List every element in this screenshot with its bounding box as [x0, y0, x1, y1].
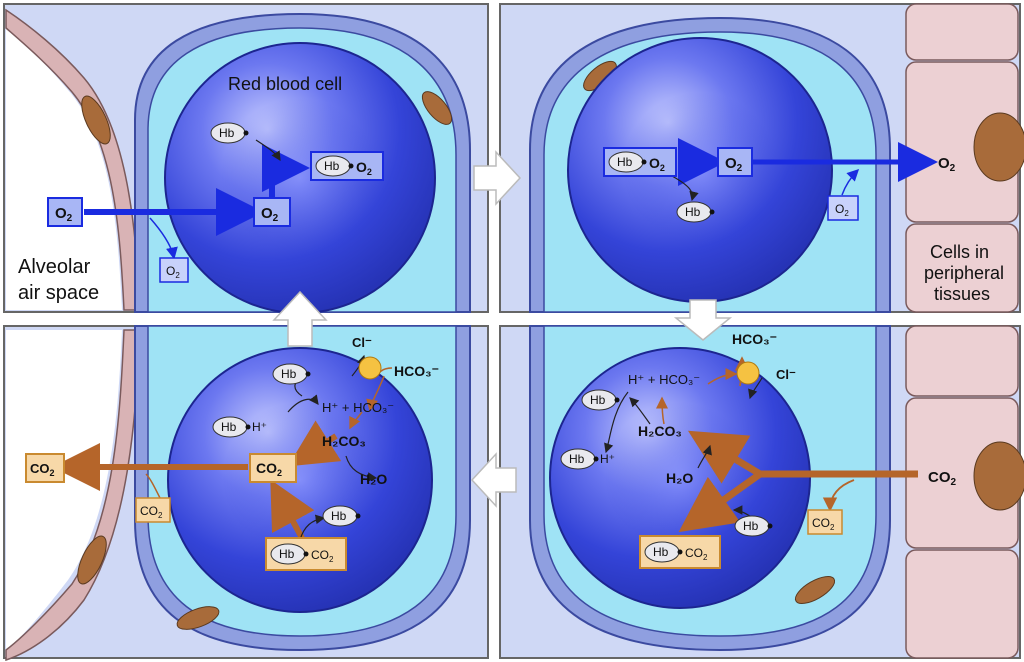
- cells-label-2: peripheral: [924, 263, 1004, 283]
- hco3-in: HCO₃⁻: [394, 363, 439, 379]
- cycle-arrow-up: [272, 290, 328, 347]
- svg-text:Hb: Hb: [743, 519, 759, 533]
- svg-text:Hb: Hb: [324, 159, 340, 173]
- svg-text:O2: O2: [356, 159, 372, 177]
- svg-text:O2: O2: [261, 205, 279, 224]
- cl-out: Cl⁻: [352, 335, 372, 350]
- alveolar-nucleus: [81, 95, 111, 145]
- svg-text:CO2: CO2: [140, 504, 163, 520]
- o2-box-alveolar: O2: [47, 197, 83, 227]
- h2co3-2: H₂CO₃: [638, 423, 682, 439]
- tissue-cells-2: [905, 325, 1024, 659]
- hb-free-1: Hb: [210, 122, 249, 144]
- svg-text:H⁺: H⁺: [252, 420, 267, 434]
- co2-box-plasma-1: CO2: [135, 497, 171, 523]
- svg-text:Hb: Hb: [685, 205, 701, 219]
- co2-box-rbc: CO2: [249, 453, 297, 483]
- co2-box-alveolar: CO2: [25, 453, 65, 483]
- svg-text:CO2: CO2: [685, 546, 708, 562]
- o2-box-rbc-2: O2: [717, 147, 753, 177]
- cycle-arrow-right: [473, 150, 522, 206]
- svg-text:Hb: Hb: [653, 545, 669, 559]
- anion-exchanger-2: [736, 361, 760, 385]
- panel-lung-co2-release: Cl⁻ HCO₃⁻ H⁺ + HCO₃⁻ H₂CO₃ H₂O Hb Hb H⁺ …: [3, 325, 489, 662]
- rbc-label: Red blood cell: [228, 74, 342, 94]
- svg-text:CO2: CO2: [30, 461, 55, 478]
- h2o-1: H₂O: [360, 471, 387, 487]
- svg-text:CO2: CO2: [812, 516, 835, 532]
- o2-box-plasma-2: O2: [827, 195, 859, 221]
- h2co3-1: H₂CO₃: [322, 433, 366, 449]
- hb-free-3: Hb: [581, 389, 620, 411]
- svg-text:O2: O2: [725, 155, 743, 174]
- panel-tissue-o2-release: Hb O2 O2 Hb O2 O2 Cells in peripheral ti…: [499, 3, 1024, 313]
- svg-text:O2: O2: [649, 155, 665, 173]
- hb-co2-complex-2: Hb CO2: [639, 535, 721, 569]
- hb-free-5: Hb: [272, 363, 311, 385]
- svg-text:CO2: CO2: [256, 460, 282, 478]
- hb-free-2: Hb: [676, 201, 715, 223]
- svg-text:O2: O2: [835, 202, 849, 218]
- svg-text:Hb: Hb: [279, 547, 295, 561]
- alveolar-label-2: air space: [18, 282, 99, 304]
- hco3-out: HCO₃⁻: [732, 331, 777, 347]
- hb-free-4: Hb: [734, 515, 773, 537]
- hb-o2-complex-1: Hb O2: [310, 151, 384, 181]
- svg-text:O2: O2: [55, 205, 73, 224]
- hb-co2-complex-1: Hb CO2: [265, 537, 347, 571]
- svg-text:H⁺: H⁺: [600, 452, 615, 466]
- hb-hplus-1: Hb H⁺: [212, 416, 267, 438]
- panel-lung-o2-uptake: Red blood cell O2 O2 O2 Hb Hb O2: [3, 3, 489, 314]
- o2-tissue: O2: [938, 155, 956, 174]
- o2-box-rbc: O2: [253, 197, 291, 227]
- h2o-2: H₂O: [666, 470, 693, 486]
- svg-text:Hb: Hb: [281, 367, 297, 381]
- alveolar-label-1: Alveolar: [18, 256, 91, 278]
- cycle-arrow-down: [673, 299, 733, 341]
- tissue-cells: [905, 3, 1024, 313]
- panel-tissue-co2-uptake: HCO₃⁻ Cl⁻ H⁺ + HCO₃⁻ H₂CO₃ H₂O Hb Hb H⁺ …: [499, 325, 1024, 659]
- hb-o2-complex-2: Hb O2: [603, 147, 677, 177]
- svg-text:Hb: Hb: [617, 155, 633, 169]
- svg-text:Hb: Hb: [331, 509, 347, 523]
- cl-in-2: Cl⁻: [776, 367, 796, 382]
- svg-text:Hb: Hb: [221, 420, 237, 434]
- svg-text:Hb: Hb: [569, 452, 585, 466]
- o2-box-plasma: O2: [159, 257, 189, 283]
- svg-text:CO2: CO2: [311, 548, 334, 564]
- cycle-arrow-left: [470, 452, 517, 508]
- svg-text:Hb: Hb: [219, 126, 235, 140]
- svg-text:Hb: Hb: [590, 393, 606, 407]
- h-hco3-1: H⁺ + HCO₃⁻: [322, 400, 394, 415]
- co2-box-plasma-2: CO2: [807, 509, 843, 535]
- h-hco3-2: H⁺ + HCO₃⁻: [628, 372, 700, 387]
- anion-exchanger-1: [358, 356, 382, 380]
- svg-text:O2: O2: [166, 264, 180, 280]
- cells-label-1: Cells in: [930, 242, 989, 262]
- co2-tissue: CO2: [928, 469, 957, 488]
- cells-label-3: tissues: [934, 284, 990, 304]
- hb-hplus-2: Hb H⁺: [560, 448, 615, 470]
- hb-free-6: Hb: [322, 505, 361, 527]
- endothelial-nucleus: [421, 91, 453, 125]
